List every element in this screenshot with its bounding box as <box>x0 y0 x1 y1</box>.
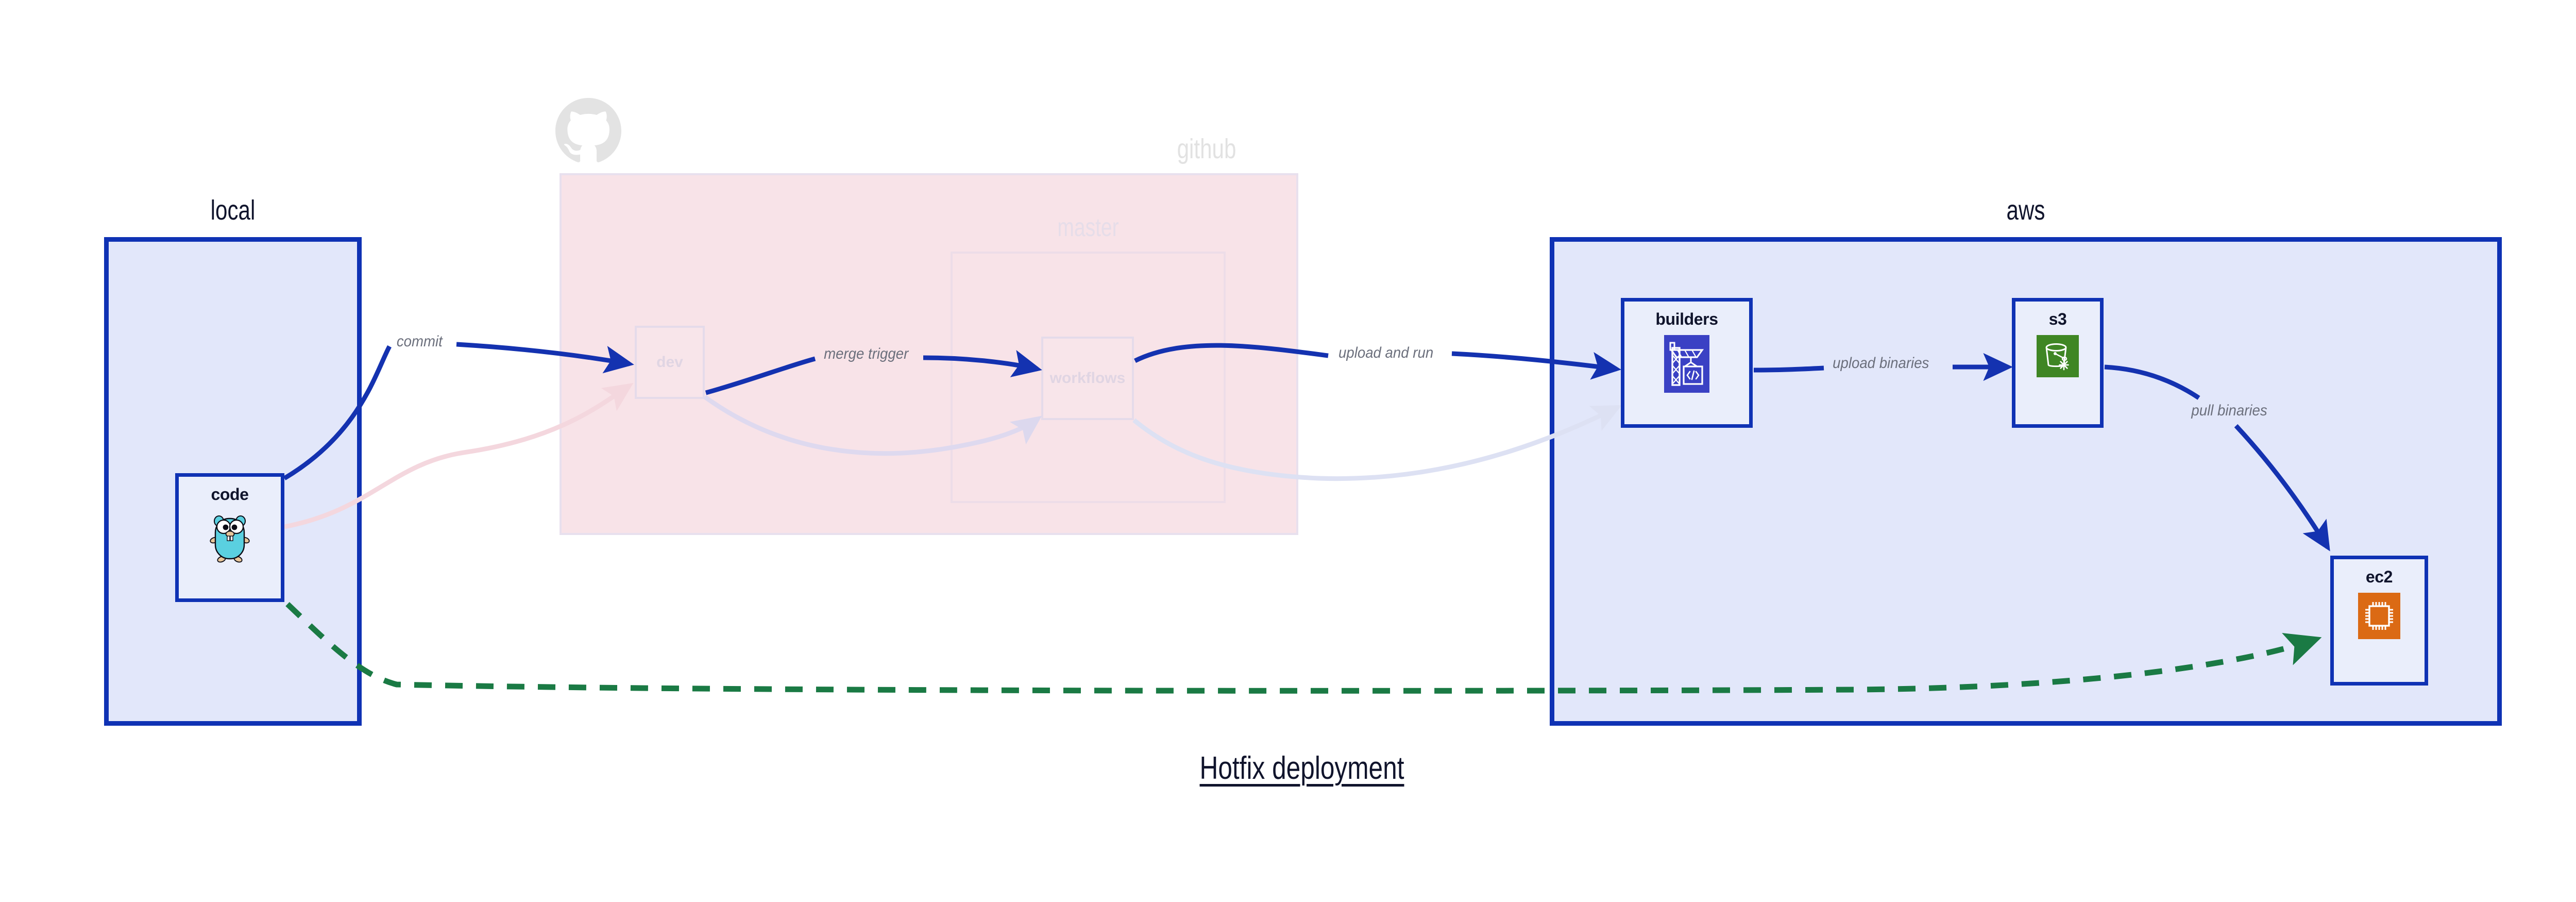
node-code-label: code <box>211 485 249 504</box>
page-title: Hotfix deployment <box>1199 750 1404 786</box>
node-workflows-label: workflows <box>1049 370 1126 387</box>
aws-s3-glacier-icon <box>2037 335 2079 377</box>
edge-label-merge-trigger: merge trigger <box>822 345 910 363</box>
aws-ec2-icon <box>2358 593 2400 639</box>
node-s3-label: s3 <box>2048 310 2067 328</box>
cluster-label-aws: aws <box>2006 195 2045 226</box>
github-octocat-icon <box>555 98 621 162</box>
edge-label-upload-binaries: upload binaries <box>1831 355 1931 372</box>
node-builders-label: builders <box>1655 310 1718 328</box>
edge-label-pull-binaries: pull binaries <box>2189 402 2269 420</box>
edge-label-commit: commit <box>395 333 445 350</box>
node-ec2[interactable]: ec2 <box>2330 556 2428 686</box>
aws-codebuild-icon <box>1664 335 1709 393</box>
cluster-label-github: github <box>1177 133 1236 164</box>
node-workflows[interactable]: workflows <box>1041 337 1134 420</box>
edge-label-upload-and-run: upload and run <box>1336 344 1435 362</box>
node-dev[interactable]: dev <box>635 326 705 399</box>
node-dev-label: dev <box>656 354 683 371</box>
go-gopher-icon <box>209 510 250 566</box>
cluster-label-master: master <box>1057 213 1119 242</box>
node-s3[interactable]: s3 <box>2012 298 2104 428</box>
node-code[interactable]: code <box>175 473 284 602</box>
node-ec2-label: ec2 <box>2365 567 2393 586</box>
cluster-master[interactable] <box>951 252 1226 503</box>
node-builders[interactable]: builders <box>1621 298 1753 428</box>
cluster-label-local: local <box>210 195 256 226</box>
